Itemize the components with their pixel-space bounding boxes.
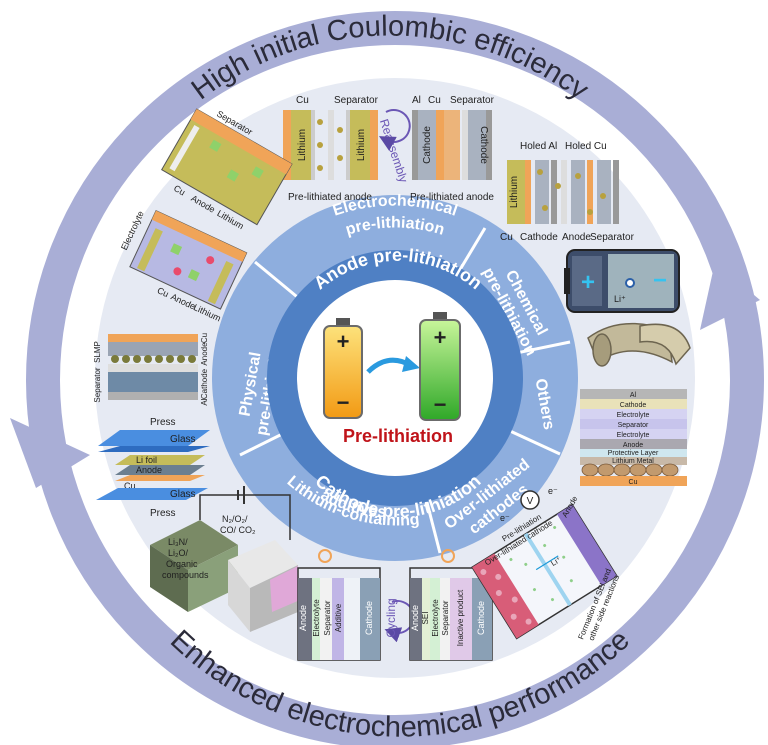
svg-text:−: −: [337, 390, 350, 415]
svg-text:Cu: Cu: [156, 285, 171, 299]
svg-text:Separator: Separator: [618, 422, 649, 429]
panel-press: Press Glass Li foil Anode Cu Glass Press: [96, 417, 210, 519]
svg-text:Cu: Cu: [629, 479, 638, 486]
panel-chemical: + − Li⁺: [564, 249, 680, 313]
svg-text:Glass: Glass: [170, 434, 196, 445]
svg-text:e⁻: e⁻: [548, 486, 558, 496]
panel-cathode-cell: Al Cu Separator Cathode Cathode Pre-lith…: [410, 95, 495, 203]
battery-low-icon: + −: [323, 318, 363, 419]
svg-text:Al: Al: [630, 392, 637, 399]
svg-text:Li foil: Li foil: [136, 455, 157, 465]
panel-reassembly: Cu Separator Lithium Lithium Pre-lithiat…: [283, 95, 379, 203]
svg-text:Anode: Anode: [623, 442, 643, 449]
svg-text:Press: Press: [150, 508, 176, 519]
svg-text:Cathode: Cathode: [200, 368, 209, 399]
svg-text:+: +: [337, 329, 350, 354]
svg-text:Press: Press: [150, 417, 176, 428]
panel-holed: Holed Al Holed Cu Lithium Cu Cathode Ano…: [500, 141, 635, 243]
svg-text:Electrolyte: Electrolyte: [617, 432, 650, 439]
svg-text:Al: Al: [200, 398, 209, 405]
svg-text:Separator: Separator: [450, 95, 495, 106]
bulb-icon: [318, 549, 332, 563]
svg-text:Anode: Anode: [298, 605, 308, 631]
svg-text:Cathode: Cathode: [478, 126, 489, 164]
svg-text:Separator: Separator: [323, 600, 332, 635]
ring-arrow-left: [10, 418, 90, 488]
svg-text:Anode: Anode: [136, 465, 162, 475]
svg-text:Lithium: Lithium: [356, 129, 367, 161]
svg-text:Protective Layer: Protective Layer: [608, 450, 659, 457]
svg-text:Li₂O/: Li₂O/: [168, 548, 188, 558]
svg-text:Li₃N/: Li₃N/: [168, 537, 188, 547]
svg-text:Separator: Separator: [590, 232, 635, 243]
svg-text:Pre-lithiated anode: Pre-lithiated anode: [288, 192, 372, 203]
svg-text:Al: Al: [412, 95, 421, 106]
center-label: Pre-lithiation: [343, 426, 453, 446]
svg-text:SEI: SEI: [421, 612, 430, 625]
svg-text:Holed Cu: Holed Cu: [565, 141, 607, 152]
svg-text:Cu: Cu: [296, 95, 309, 106]
reassembly-arrow-icon: [378, 109, 411, 151]
svg-text:SLMP: SLMP: [93, 341, 102, 363]
svg-text:Cu: Cu: [200, 333, 209, 343]
svg-text:Li⁺: Li⁺: [614, 294, 626, 304]
svg-text:Cycling: Cycling: [384, 598, 398, 637]
svg-text:Cu: Cu: [500, 232, 513, 243]
svg-text:Cathode: Cathode: [520, 232, 558, 243]
svg-text:Cathode: Cathode: [364, 601, 374, 635]
svg-text:Lithium Metal: Lithium Metal: [612, 458, 654, 465]
svg-text:Holed Al: Holed Al: [520, 141, 557, 152]
svg-text:Anode: Anode: [200, 342, 209, 366]
svg-text:Cu: Cu: [428, 95, 441, 106]
svg-text:Anode: Anode: [410, 605, 420, 631]
svg-text:Cathode: Cathode: [422, 126, 433, 164]
svg-text:−: −: [434, 392, 447, 417]
svg-text:Anode: Anode: [562, 232, 591, 243]
panel-additives: N₂/O₂/ CO/ CO₂ Li₃N/ Li₂O/ Organic compo…: [150, 486, 300, 632]
panel-cell-after: Anode SEI Electrolyte Separator Inactive…: [409, 549, 493, 661]
panel-slmp: SLMP Separator Cu Anode Cathode Al: [93, 333, 209, 406]
svg-text:Separator: Separator: [334, 95, 379, 106]
svg-text:Cathode: Cathode: [476, 601, 486, 635]
chemical-plus: +: [581, 269, 595, 296]
svg-text:compounds: compounds: [162, 570, 209, 580]
svg-text:N₂/O₂/: N₂/O₂/: [222, 514, 248, 524]
svg-text:Additive: Additive: [334, 603, 343, 632]
svg-text:Lithium: Lithium: [297, 129, 308, 161]
svg-text:Separator: Separator: [441, 600, 450, 635]
panel-cell-before: Anode Electrolyte Separator Additive Cat…: [297, 549, 381, 661]
panel-stack: Al Cathode Electrolyte Separator Electro…: [580, 389, 687, 486]
ring-arrow-right: [700, 262, 760, 330]
chemical-minus: −: [653, 267, 667, 294]
svg-text:Cu: Cu: [124, 481, 136, 491]
svg-text:Separator: Separator: [93, 367, 102, 402]
svg-text:Electrolyte: Electrolyte: [431, 599, 440, 637]
svg-text:Glass: Glass: [170, 489, 196, 500]
convert-arrow-head-icon: [402, 356, 420, 372]
outer-ring: [10, 11, 764, 745]
svg-text:Lithium: Lithium: [509, 176, 520, 208]
svg-text:Pre-lithiated anode: Pre-lithiated anode: [410, 192, 494, 203]
svg-text:CO/ CO₂: CO/ CO₂: [220, 525, 256, 535]
svg-text:Cu: Cu: [172, 183, 187, 197]
svg-text:Electrolyte: Electrolyte: [617, 412, 650, 419]
bulb-icon-2: [441, 549, 455, 563]
svg-text:+: +: [434, 325, 447, 350]
svg-text:Organic: Organic: [166, 559, 198, 569]
rolled-foil-icon: [587, 322, 691, 367]
battery-full-icon: + −: [419, 312, 461, 421]
svg-text:V: V: [527, 496, 534, 507]
svg-text:Electrolyte: Electrolyte: [312, 599, 321, 637]
svg-text:Cathode: Cathode: [620, 402, 647, 409]
svg-text:e⁻: e⁻: [500, 513, 510, 523]
svg-text:Inactive product: Inactive product: [456, 589, 465, 646]
